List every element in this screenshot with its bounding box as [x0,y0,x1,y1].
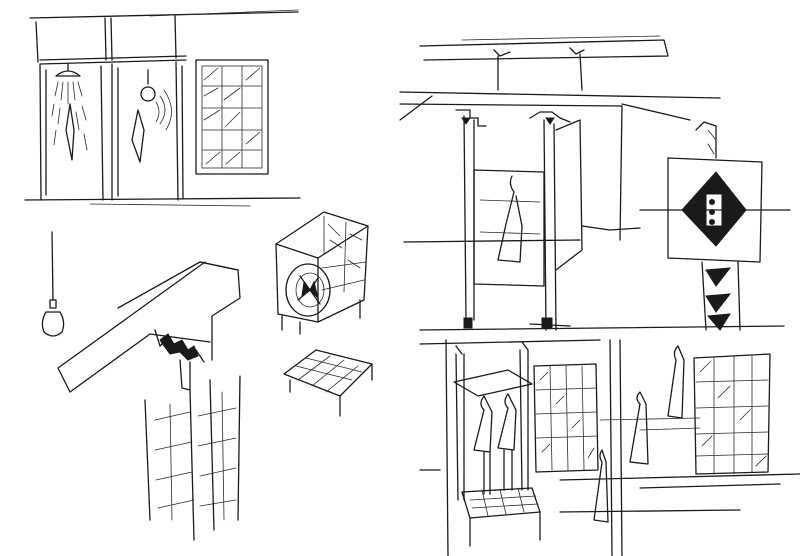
tiled-tray [283,349,373,417]
cube-with-fan [275,211,369,335]
beam-joint-icon [154,329,205,391]
cross-beam-joint [57,261,241,541]
shower-and-lamp-booths [24,9,301,207]
hanging-bulb [41,231,65,337]
window-grid-icon [195,59,269,175]
light-bulb-icon [140,69,172,131]
platform-with-figures [419,325,800,556]
shower-head-icon [51,63,88,151]
fan-icon [285,263,331,317]
suspended-frame-structure [399,35,791,331]
